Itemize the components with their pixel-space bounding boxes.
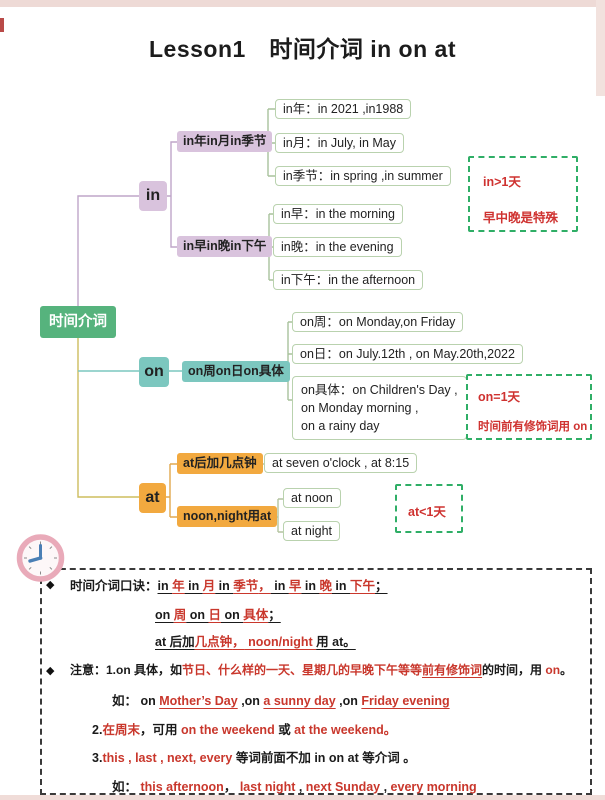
callout-on-rule: on=1天 时间前有修饰词用 on [466, 374, 592, 440]
bullet-diamond-1: ◆ [46, 579, 55, 591]
page-frame-bottom [0, 795, 605, 800]
branch-node-at: at [139, 483, 166, 513]
leaf-in-season: in季节：in spring ,in summer [275, 166, 451, 186]
subnode-noon-night-at: noon,night用at [177, 506, 278, 527]
note-line-attention-example-3: 如： this afternoon， last night , next Sun… [112, 780, 477, 794]
callout-in-rule-line1: in>1天 [483, 175, 521, 189]
leaf-in-evening: in晚：in the evening [273, 237, 402, 257]
leaf-at-oclock: at seven o'clock , at 8:15 [264, 453, 418, 473]
leaf-at-night: at night [283, 521, 341, 541]
leaf-in-year: in年：in 2021 ,in1988 [275, 99, 412, 119]
branch-node-on: on [139, 357, 169, 387]
callout-on-rule-line1: on=1天 [478, 390, 521, 404]
page-frame-accent [0, 18, 4, 32]
page-frame-right [596, 0, 605, 96]
subnode-in-year-month-season: in年in月in季节 [177, 131, 273, 152]
leaf-on-weekday: on周：on Monday,on Friday [292, 312, 464, 332]
leaf-in-month: in月：in July, in May [275, 133, 404, 153]
callout-in-rule-line2: 早中晚是特殊 [483, 211, 559, 225]
bullet-diamond-2: ◆ [46, 665, 55, 677]
root-node-time-prepositions: 时间介词 [40, 306, 116, 338]
clock-icon [16, 534, 65, 582]
subnode-on-week-date-specific: on周on日on具体 [182, 361, 290, 382]
callout-on-rule-line2: 时间前有修饰词用 on [478, 421, 588, 433]
note-line-attention-3: 3.this , last , next, every 等词前面不加 in on… [92, 751, 416, 765]
note-line-mnemonic-3: at 后加几点钟， noon/night 用 at。 [155, 635, 356, 649]
leaf-on-date: on日：on July.12th , on May.20th,2022 [292, 344, 523, 364]
note-line-attention-1: 注意：1.on 具体，如节日、什么样的一天、星期几的早晚下午等等前有修饰词的时间… [70, 663, 573, 677]
leaf-in-afternoon: in下午：in the afternoon [273, 270, 424, 290]
leaf-on-specific: on具体：on Children's Day , on Monday morni… [292, 376, 467, 440]
note-line-attention-example-1: 如： on Mother’s Day ,on a sunny day ,on F… [112, 694, 450, 708]
note-line-attention-2: 2.在周末，可用 on the weekend 或 at the weekend… [92, 723, 397, 737]
subnode-in-morning-evening-afternoon: in早in晚in下午 [177, 236, 273, 257]
callout-at-rule: at<1天 [395, 484, 463, 533]
callout-at-rule-line1: at<1天 [408, 505, 446, 519]
subnode-at-clock-time: at后加几点钟 [177, 453, 263, 474]
note-line-mnemonic-1: 时间介词口诀：in 年 in 月 in 季节， in 早 in 晚 in 下午； [70, 579, 388, 593]
branch-node-in: in [139, 181, 167, 211]
notes-box [40, 568, 592, 795]
page-frame-top [0, 0, 605, 7]
leaf-at-noon: at noon [283, 488, 341, 508]
leaf-in-morning: in早：in the morning [273, 204, 403, 224]
note-line-mnemonic-2: on 周 on 日 on 具体； [155, 608, 281, 622]
callout-in-rule: in>1天 早中晚是特殊 [468, 156, 578, 232]
page-title: Lesson1 时间介词 in on at [149, 36, 456, 62]
